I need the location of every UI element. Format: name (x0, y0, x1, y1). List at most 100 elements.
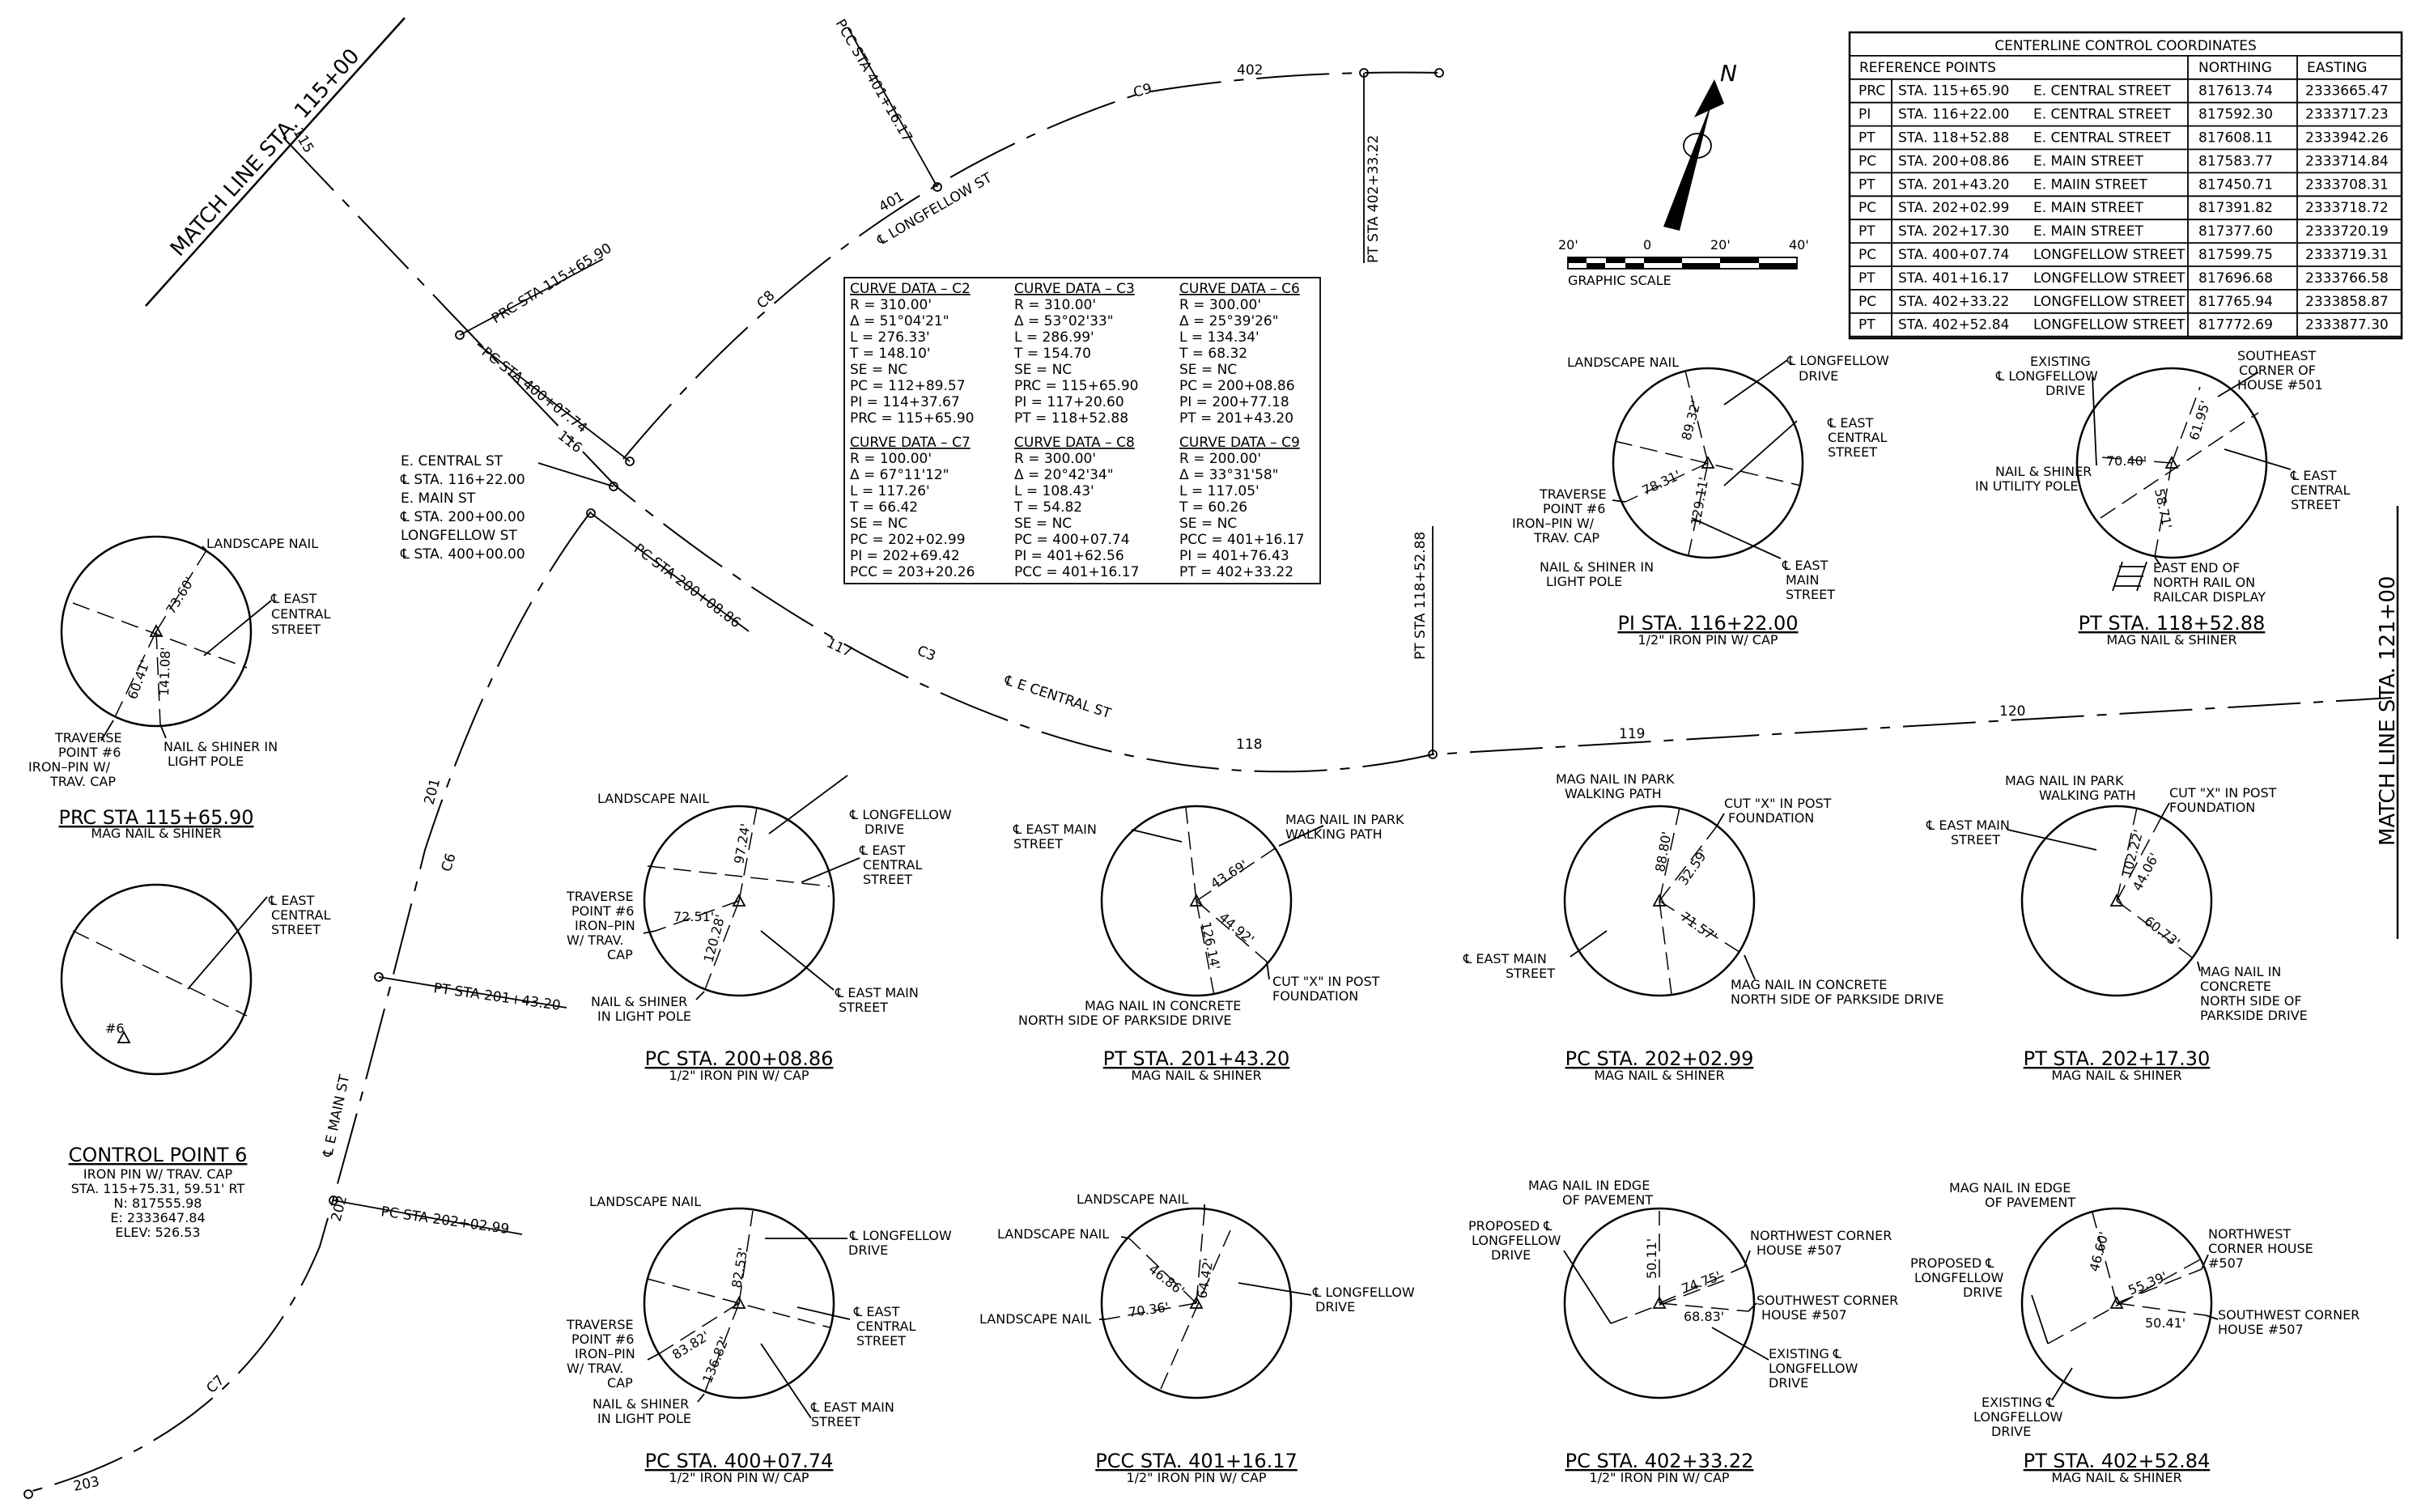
curve-data-line: R = 100.00' (850, 451, 932, 467)
svg-text:CAP: CAP (607, 1375, 633, 1391)
tie-subtitle: MAG NAIL & SHINER (1594, 1068, 1724, 1083)
scale-tick-0: 20' (1558, 237, 1578, 253)
table-cell-easting: 2333720.19 (2305, 223, 2389, 240)
svg-text:CENTRAL: CENTRAL (863, 857, 922, 873)
svg-text:IRON–PIN W/: IRON–PIN W/ (28, 759, 111, 775)
curve-data-line: R = 300.00' (1179, 297, 1261, 313)
table-cell-station: STA. 202+17.30 (1898, 223, 2009, 240)
intersection-leader (537, 462, 614, 487)
traverse-triangle-icon (1189, 894, 1204, 907)
scale-block (1587, 263, 1605, 269)
pcc-401-point (932, 182, 942, 192)
coordinates-table-title: CENTERLINE CONTROL COORDINATES (1994, 38, 2257, 54)
svg-text:POINT #6: POINT #6 (571, 1331, 634, 1347)
table-header: REFERENCE POINTS (1859, 60, 1996, 76)
scale-block (1625, 263, 1644, 269)
curve-data-line: Δ = 20°42'34" (1014, 467, 1114, 483)
plan-labels: PRC STA 115+65.90 PC STA 400+07.74 PC ST… (72, 17, 2026, 1495)
svg-text:LONGFELLOW: LONGFELLOW (1769, 1361, 1858, 1376)
intersection-point (609, 482, 618, 491)
svg-text:NORTH SIDE OF PARKSIDE DRIVE: NORTH SIDE OF PARKSIDE DRIVE (1018, 1013, 1231, 1028)
curve-data-line: PCC = 401+16.17 (1014, 564, 1139, 580)
pc-400-leader (477, 343, 631, 462)
svg-text:DRIVE: DRIVE (2045, 383, 2085, 398)
curve-data-line: SE = NC (850, 362, 907, 378)
coordinates-table-border (1848, 31, 2403, 340)
pc-sta-202-label: PC STA 202+02.99 (380, 1204, 510, 1238)
longfellow-street-alignment (622, 71, 1442, 460)
intersection-label: E. CENTRAL ST ℄ STA. 116+22.00 E. MAIN S… (400, 453, 525, 563)
svg-text:NAIL & SHINER IN: NAIL & SHINER IN (164, 739, 278, 754)
svg-text:IN UTILITY POLE: IN UTILITY POLE (1975, 478, 2079, 494)
svg-text:68.83': 68.83' (1684, 1309, 1724, 1324)
svg-text:FOUNDATION: FOUNDATION (2169, 800, 2255, 815)
svg-text:CENTRAL: CENTRAL (1828, 430, 1887, 445)
svg-text:℄ EAST MAIN: ℄ EAST MAIN (835, 985, 919, 1000)
table-cell-northing: 817377.60 (2198, 223, 2273, 240)
svg-text:HOUSE #507: HOUSE #507 (1756, 1242, 1842, 1258)
table-cell-street: LONGFELLOW STREET (2033, 294, 2185, 310)
table-cell-type: PC (1858, 153, 1876, 169)
curve-data-line: PT = 118+52.88 (1014, 410, 1128, 427)
svg-text:LONGFELLOW: LONGFELLOW (1472, 1233, 1561, 1248)
curve-data-title: CURVE DATA – C8 (1014, 435, 1135, 451)
svg-text:EXISTING ℄: EXISTING ℄ (1982, 1395, 2055, 1410)
svg-text:46.60': 46.60' (2087, 1230, 2112, 1273)
curve-data-line: SE = NC (1014, 516, 1072, 532)
tie-pc-400-07-74: LANDSCAPE NAIL ℄ LONGFELLOW DRIVE ℄ EAST… (566, 1194, 952, 1485)
table-cell-station: STA. 202+02.99 (1898, 200, 2009, 216)
tie-prc-115-65-90: LANDSCAPE NAIL ℄ EAST CENTRAL STREET TRA… (28, 535, 330, 841)
svg-text:STREET: STREET (856, 1333, 906, 1348)
table-cell-type: PT (1858, 317, 1875, 333)
svg-text:64.42': 64.42' (1194, 1257, 1216, 1300)
svg-text:MAG NAIL IN PARK: MAG NAIL IN PARK (2005, 773, 2124, 788)
tie-circle (1563, 805, 1756, 997)
svg-text:EXISTING ℄: EXISTING ℄ (1769, 1346, 1842, 1361)
svg-text:CORNER OF: CORNER OF (2239, 363, 2316, 378)
table-cell-street: E. CENTRAL STREET (2033, 83, 2171, 100)
svg-text:OF PAVEMENT: OF PAVEMENT (1985, 1195, 2075, 1210)
svg-text:#507: #507 (2208, 1255, 2244, 1271)
curve-data-line: Δ = 67°11'12" (850, 467, 949, 483)
curve-data-border (843, 277, 1321, 584)
svg-text:DRIVE: DRIVE (1799, 368, 1838, 384)
svg-text:TRAV. CAP: TRAV. CAP (49, 774, 116, 789)
station-leaders (333, 28, 1434, 1235)
longfellow-end-point (1434, 68, 1444, 78)
tie-pc-202-02-99: MAG NAIL IN PARK WALKING PATH CUT "X" IN… (1463, 771, 1943, 1083)
tie-subtitle: 1/2" IRON PIN W/ CAP (1126, 1470, 1267, 1485)
svg-text:POINT #6: POINT #6 (571, 903, 634, 919)
svg-text:STREET: STREET (863, 872, 912, 887)
table-cell-type: PC (1858, 200, 1876, 216)
tie-subtitle: 1/2" IRON PIN W/ CAP (669, 1068, 809, 1083)
tie-title: PC STA. 202+02.99 (1565, 1047, 1754, 1070)
scale-block (1568, 257, 1587, 263)
svg-text:126.14': 126.14' (1198, 920, 1223, 971)
svg-text:STREET: STREET (271, 622, 321, 637)
svg-text:NORTHWEST CORNER: NORTHWEST CORNER (1750, 1228, 1892, 1243)
svg-text:129.11': 129.11' (1688, 476, 1711, 527)
svg-text:CORNER HOUSE: CORNER HOUSE (2208, 1241, 2313, 1256)
traverse-triangle-icon (1652, 1296, 1667, 1309)
svg-text:DRIVE: DRIVE (848, 1242, 888, 1258)
tie-subtitle: 1/2" IRON PIN W/ CAP (1589, 1470, 1730, 1485)
svg-text:ELEV: 526.53: ELEV: 526.53 (115, 1225, 200, 1240)
curve-data-line: PI = 117+20.60 (1014, 394, 1124, 410)
svg-text:EAST END OF: EAST END OF (2153, 560, 2240, 575)
pt-sta-402-label: PT STA 402+33.22 (1366, 135, 1382, 263)
curve-data-box: CURVE DATA – C2R = 310.00'Δ = 51°04'21"L… (843, 277, 1321, 584)
svg-text:℄ EAST: ℄ EAST (859, 843, 906, 858)
station-401: 401 (877, 189, 907, 216)
tie-subtitle: MAG NAIL & SHINER (1131, 1068, 1261, 1083)
svg-text:℄ STA. 116+22.00: ℄ STA. 116+22.00 (400, 472, 525, 488)
pc-400-point (625, 457, 635, 466)
curve-data-line: L = 286.99' (1014, 329, 1094, 346)
svg-text:STREET: STREET (811, 1414, 860, 1429)
tie-title: PT STA. 118+52.88 (2079, 612, 2266, 635)
scale-block (1682, 263, 1720, 269)
main-end-point (23, 1489, 33, 1499)
north-label: N (1720, 60, 1737, 87)
curve-data-line: PT = 402+33.22 (1179, 564, 1293, 580)
svg-text:IN LIGHT POLE: IN LIGHT POLE (597, 1009, 691, 1024)
curve-data-line: PC = 200+08.86 (1179, 378, 1295, 394)
